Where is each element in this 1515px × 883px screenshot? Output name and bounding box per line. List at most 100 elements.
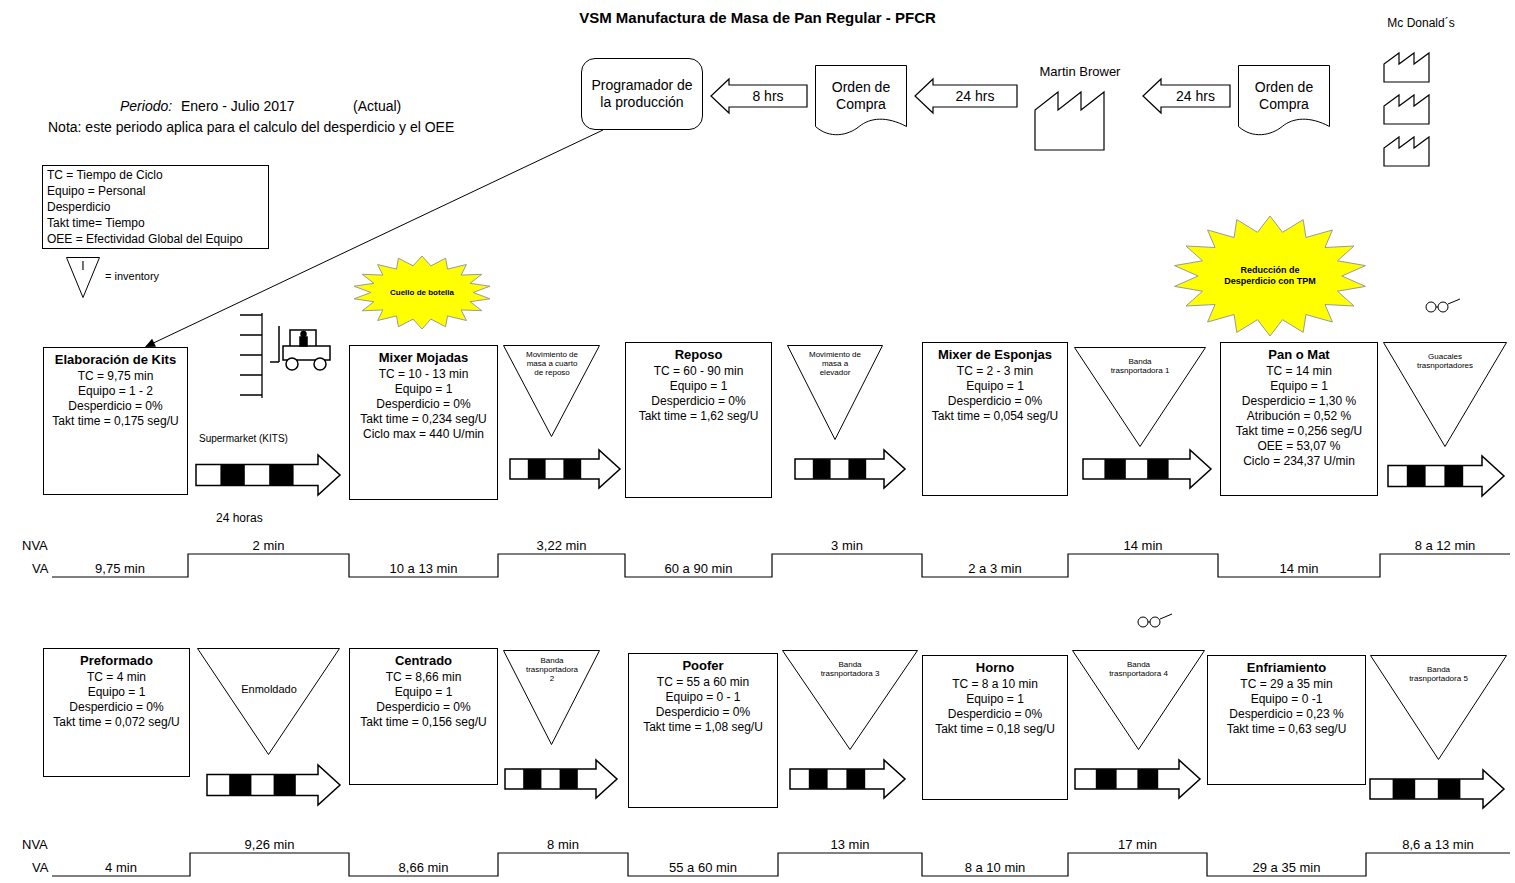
node-text: Desperdicio = 0,23 % xyxy=(1212,707,1361,722)
node-text: Banda trasnportadora 1 xyxy=(1107,357,1173,375)
forklift-driver-head xyxy=(301,332,306,337)
inventory-triangle: Movimiento de masa a elevador xyxy=(787,345,883,440)
node-text: Ciclo max = 440 U/min xyxy=(354,427,493,442)
node-heading: Orden de Compra xyxy=(821,79,901,113)
node-text: Takt time = 1,08 seg/U xyxy=(633,720,773,735)
push-arrow xyxy=(207,765,340,805)
customer-factory: Mc Donald´s xyxy=(1372,16,1470,170)
node-text: Desperdicio = 1,30 % xyxy=(1225,394,1373,409)
timeline-line xyxy=(52,554,1510,577)
push-arrow-outline xyxy=(795,450,905,488)
inventory-triangle-outline xyxy=(67,258,100,298)
push-arrow-stripe xyxy=(1137,769,1158,789)
process-box: Elaboración de KitsTC = 9,75 minEquipo =… xyxy=(43,347,188,495)
node-text: Equipo = 1 xyxy=(354,685,493,700)
process-box: Mixer MojadasTC = 10 - 13 minEquipo = 1D… xyxy=(349,345,498,500)
node-heading: Martin Brower xyxy=(1025,64,1135,80)
node-text: Equipo = 1 xyxy=(1225,379,1373,394)
supplier-factory: Martin Brower xyxy=(1025,64,1135,152)
push-arrow-outline xyxy=(790,760,905,798)
kaizen-burst: Reducción de Desperdicio con TPM xyxy=(1172,215,1368,337)
push-arrow-outline xyxy=(505,760,617,798)
node-text: Desperdicio = 0% xyxy=(633,705,773,720)
node-heading: Enfriamiento xyxy=(1212,660,1361,676)
timeline-time-label: 2 min xyxy=(253,538,285,553)
kaizen-burst: Cuello de botella xyxy=(352,255,492,330)
inventory-triangle: Banda trasnportadora 2 xyxy=(503,650,600,745)
push-arrow-stripe xyxy=(809,769,828,789)
factory-icon xyxy=(1384,53,1429,82)
timeline-time-label: 8 min xyxy=(547,837,579,852)
node-heading: Mixer Mojadas xyxy=(354,350,493,366)
push-arrow-stripe xyxy=(274,775,296,796)
triangle-text-wrap: Banda trasnportadora 2 xyxy=(523,656,581,684)
node-heading: Mc Donald´s xyxy=(1372,16,1470,30)
process-box: CentradoTC = 8,66 minEquipo = 1Desperdic… xyxy=(349,648,498,785)
timeline-time-label: 9,26 min xyxy=(245,837,295,852)
push-arrow xyxy=(795,450,905,488)
timeline-time-label: 8 a 10 min xyxy=(965,860,1026,875)
timeline-time-label: 3,22 min xyxy=(537,538,587,553)
node-heading: Preformado xyxy=(48,653,185,669)
push-arrow-stripe xyxy=(813,459,831,479)
push-arrow-outline xyxy=(1370,770,1504,808)
node-text: Desperdicio xyxy=(47,199,264,215)
push-arrow-stripe xyxy=(220,465,244,486)
node-text: Equipo = 1 xyxy=(354,382,493,397)
push-arrow xyxy=(1083,450,1211,488)
process-box: EnfriamientoTC = 29 a 35 minEquipo = 0 -… xyxy=(1207,655,1366,785)
process-box: Mixer de EsponjasTC = 2 - 3 minEquipo = … xyxy=(922,342,1068,496)
timeline-va-label: VA xyxy=(32,561,48,576)
timeline-time-label: 8 a 12 min xyxy=(1415,538,1476,553)
push-arrow-stripe xyxy=(1096,769,1117,789)
node-text: Banda trasnportadora 3 xyxy=(816,660,884,678)
forklift-wheel xyxy=(286,358,298,370)
timeline-time-label: 14 min xyxy=(1279,561,1318,576)
node-text: Guacales trasnportadores xyxy=(1414,352,1476,370)
push-arrow xyxy=(505,760,617,798)
node-text: Desperdicio = 0% xyxy=(48,700,185,715)
forklift-fork xyxy=(270,361,279,363)
push-arrow-stripe xyxy=(523,769,541,789)
node-text: TC = 9,75 min xyxy=(48,369,183,384)
push-arrow-stripe xyxy=(269,465,293,486)
inventory-triangle-outline xyxy=(1075,348,1206,447)
push-arrow xyxy=(510,450,620,488)
lead-time-arrow xyxy=(1143,79,1230,113)
node-text: Enmoldado xyxy=(237,683,301,696)
node-text: Takt time = 0,63 seg/U xyxy=(1212,722,1361,737)
inventory-triangle: Enmoldado xyxy=(197,648,340,755)
push-arrow-outline xyxy=(1075,760,1200,798)
timeline-va-label: VA xyxy=(32,860,48,875)
glasses-lens xyxy=(1438,302,1448,312)
node-text: Banda trasnportadora 2 xyxy=(523,656,581,684)
push-arrow-stripe xyxy=(1438,779,1461,799)
push-arrow-stripe xyxy=(1104,459,1125,479)
timeline-time-label: 2 a 3 min xyxy=(968,561,1021,576)
supermarket-symbol xyxy=(240,313,262,398)
node-text: Desperdicio = 0% xyxy=(354,397,493,412)
timeline-time-label: 14 min xyxy=(1123,538,1162,553)
timeline-time-label: 9,75 min xyxy=(95,561,145,576)
factory-icon xyxy=(1384,137,1429,166)
push-arrow xyxy=(1370,770,1504,808)
connector-label: 24 hrs xyxy=(1164,88,1227,104)
inventory-triangle-outline xyxy=(1384,343,1507,447)
push-arrow-outline xyxy=(510,450,620,488)
triangle-text-wrap: Banda trasnportadora 5 xyxy=(1404,665,1473,683)
node-heading: Reposo xyxy=(630,347,767,363)
diagram-title: VSM Manufactura de Masa de Pan Regular -… xyxy=(0,9,1515,27)
forklift-driver xyxy=(300,337,307,346)
node-text: TC = 29 a 35 min xyxy=(1212,677,1361,692)
node-text: Desperdicio = 0% xyxy=(630,394,767,409)
push-arrow xyxy=(790,760,905,798)
timeline-nva-label: NVA xyxy=(22,837,48,852)
push-arrow xyxy=(1388,456,1504,496)
node-text: Equipo = 1 xyxy=(927,379,1063,394)
node-heading: Reducción de Desperdicio con TPM xyxy=(1219,265,1321,287)
arrowhead xyxy=(145,339,156,347)
starburst-text-wrap: Cuello de botella xyxy=(387,255,457,330)
timeline-time-label: 13 min xyxy=(830,837,869,852)
triangle-text-wrap: Movimiento de masa a cuarto de reposo xyxy=(523,350,581,378)
lead-time-arrow xyxy=(915,79,1017,113)
